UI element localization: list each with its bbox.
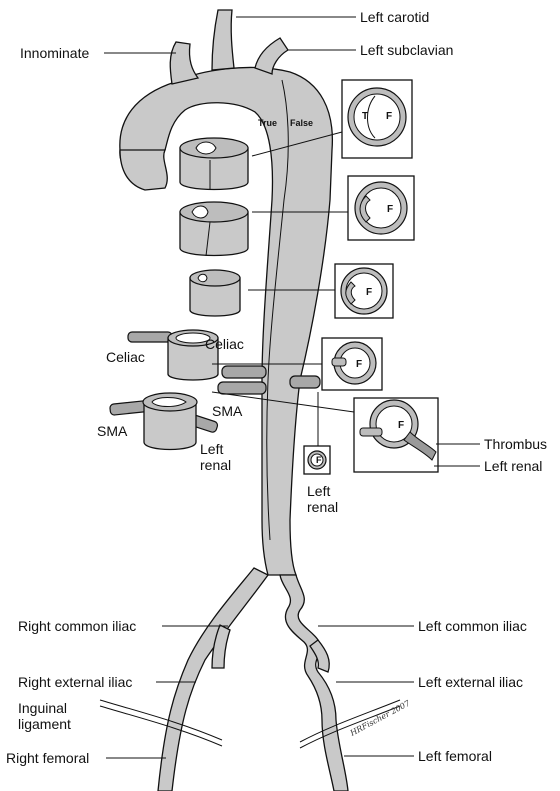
inset-5-false-letter: F [398, 420, 404, 431]
label-sma-aorta: SMA [212, 403, 243, 419]
left-subclavian-artery [254, 37, 289, 75]
right-iliac-femoral [157, 567, 269, 791]
inset-3: F [334, 263, 394, 319]
label-thrombus: Thrombus [484, 436, 547, 452]
inset-boxes: T F F F F [303, 79, 439, 475]
iliac-vessels [157, 567, 349, 791]
cylinder-4-celiac [127, 329, 219, 381]
label-right-common-iliac: Right common iliac [18, 618, 136, 634]
left-internal-iliac [309, 639, 330, 673]
label-right-external-iliac: Right external iliac [18, 674, 132, 690]
inset-1: T F [341, 79, 413, 159]
aortic-arch [119, 66, 334, 576]
inguinal-ligaments [99, 699, 401, 749]
dissection-flap [266, 79, 289, 541]
left-renal-stub [289, 375, 321, 389]
inset-2-false-letter: F [387, 204, 393, 215]
leader-lines [104, 16, 480, 759]
label-left-external-iliac: Left external iliac [418, 674, 523, 690]
label-inguinal-2: ligament [18, 716, 71, 732]
right-internal-iliac [211, 624, 231, 669]
label-left-renal-a-1: Left [200, 441, 223, 457]
label-celiac-aorta: Celiac [205, 336, 244, 352]
inset-5: F [353, 397, 439, 473]
cross-sections-left [109, 137, 249, 451]
artist-signature: HRFischer 2007 [348, 698, 412, 738]
label-false-lumen: False [290, 118, 313, 128]
ascending-aorta [119, 149, 168, 191]
inset-3-false-letter: F [366, 287, 372, 298]
celiac-stub [221, 365, 267, 379]
left-iliac-femoral [279, 574, 349, 791]
labels: Left carotid Innominate Left subclavian … [6, 9, 547, 766]
inset-6-false-letter: F [316, 455, 322, 465]
label-left-subclavian: Left subclavian [360, 42, 453, 58]
label-left-carotid: Left carotid [360, 9, 429, 25]
label-right-femoral: Right femoral [6, 750, 89, 766]
label-left-renal-c: Left renal [484, 458, 542, 474]
inset-1-true-letter: T [362, 111, 368, 122]
inset-6: F [303, 445, 331, 475]
aorta [119, 9, 334, 576]
label-inguinal-1: Inguinal [18, 700, 67, 716]
cylinder-2 [179, 201, 249, 257]
left-carotid-artery [211, 9, 235, 71]
label-innominate: Innominate [20, 45, 89, 61]
cylinder-1 [179, 137, 249, 191]
label-left-femoral: Left femoral [418, 748, 492, 764]
label-left-renal-b-2: renal [307, 499, 338, 515]
label-left-renal-a-2: renal [200, 457, 231, 473]
cylinder-3 [189, 269, 241, 317]
label-true-lumen: True [258, 118, 277, 128]
visceral-branches [217, 365, 321, 395]
inset-1-false-letter: F [386, 111, 392, 122]
sma-stub [217, 381, 267, 395]
innominate-artery [169, 41, 200, 85]
label-left-renal-b-1: Left [307, 483, 330, 499]
inset-2: F [347, 175, 415, 241]
label-sma-section: SMA [97, 423, 128, 439]
label-celiac-section: Celiac [106, 349, 145, 365]
inset-4-false-letter: F [356, 359, 362, 370]
inset-4: F [321, 337, 383, 391]
label-left-common-iliac: Left common iliac [418, 618, 527, 634]
cylinder-5-sma [109, 392, 219, 451]
